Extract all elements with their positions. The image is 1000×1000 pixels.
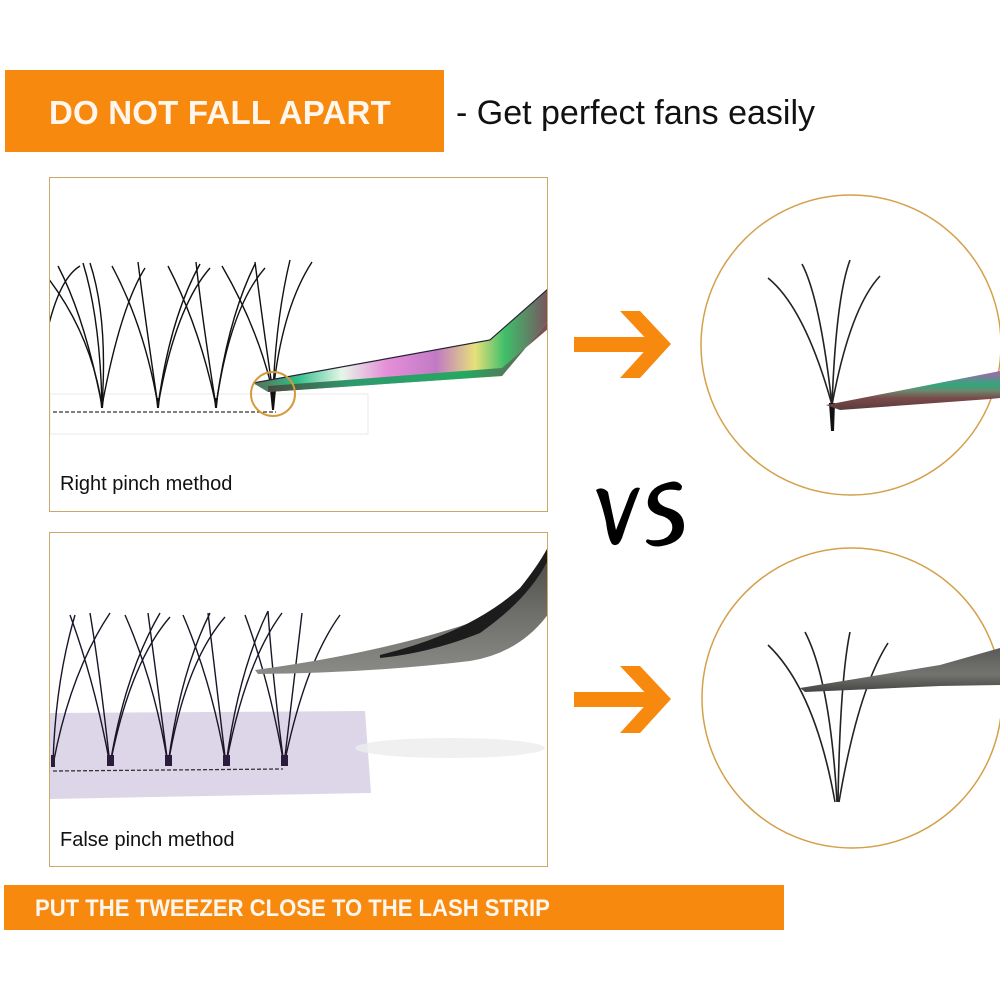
vs-label: VS [590, 472, 690, 552]
strip-dashed-line [52, 768, 284, 772]
highlight-circle-icon [250, 371, 296, 417]
right-pinch-illustration [50, 259, 547, 435]
closeup-circle-border [701, 547, 1000, 849]
header-banner: DO NOT FALL APART [5, 70, 444, 152]
footer-banner-label: PUT THE TWEEZER CLOSE TO THE LASH STRIP [35, 895, 550, 922]
lash-strip-card [50, 393, 369, 435]
lash-strip-card [50, 711, 371, 799]
right-pinch-caption: Right pinch method [60, 473, 233, 495]
false-pinch-closeup [690, 540, 1000, 860]
header-subtitle: - Get perfect fans easily [456, 94, 816, 132]
footer-banner: PUT THE TWEEZER CLOSE TO THE LASH STRIP [4, 885, 784, 930]
false-pinch-illustration [50, 548, 547, 799]
lash-fans [52, 610, 341, 766]
false-pinch-caption: False pinch method [60, 829, 235, 851]
gray-tweezer [255, 548, 547, 674]
gray-tweezer [800, 648, 1000, 692]
lash-fan [767, 259, 881, 406]
arrow-right-icon [574, 666, 671, 733]
right-pinch-closeup [690, 188, 1000, 508]
lash-fans [50, 259, 313, 407]
right-pinch-panel: Right pinch method [49, 177, 548, 512]
false-pinch-panel: False pinch method [49, 532, 548, 867]
arrow-right-icon [574, 311, 671, 378]
rainbow-tweezer [252, 288, 547, 392]
rainbow-tweezer [826, 371, 1000, 410]
closeup-circle-border [700, 194, 1000, 496]
lash-fan [767, 631, 889, 803]
header-banner-label: DO NOT FALL APART [49, 94, 391, 131]
vs-brush-lettering [596, 481, 684, 547]
